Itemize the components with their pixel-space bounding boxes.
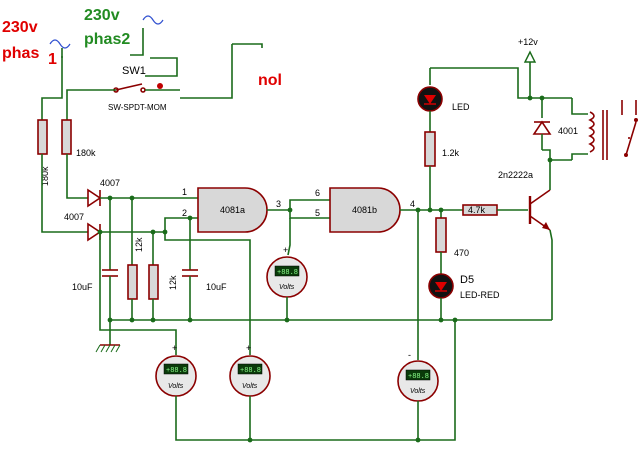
resistor-1k2	[424, 131, 436, 167]
phase1-voltage-label: 230v	[2, 19, 38, 36]
voltmeter-center: +88.8 Volts +	[229, 343, 271, 397]
meter-return-wire	[175, 396, 418, 441]
svg-text:+: +	[283, 245, 288, 255]
gate-b-label: 4081b	[352, 205, 377, 215]
diode-icon	[532, 120, 552, 135]
pin3-label: 3	[276, 199, 281, 209]
resistor-12k-a	[127, 264, 138, 300]
svg-text:+: +	[246, 343, 251, 353]
svg-text:+88.8: +88.8	[240, 367, 261, 375]
resistor-led-label: 1.2k	[442, 148, 460, 158]
d5-type-label: LED-RED	[460, 290, 500, 300]
svg-text:+88.8: +88.8	[277, 269, 298, 277]
led-icon	[428, 273, 454, 299]
pin1-label: 1	[182, 187, 187, 197]
svg-text:Volts: Volts	[279, 284, 295, 291]
wire-to-diode-bottom	[41, 154, 88, 233]
svg-text:Volts: Volts	[168, 383, 184, 390]
svg-text:Volts: Volts	[242, 383, 258, 390]
diode-bottom-label: 4007	[64, 212, 84, 222]
resistor-180k-left	[37, 119, 48, 155]
diode-relay-label: 4001	[558, 126, 578, 136]
npn-transistor-icon	[528, 189, 551, 231]
vcc-rail	[430, 67, 572, 99]
resistor-mid1-label: 12k	[134, 237, 144, 252]
pin2-label: 2	[182, 208, 187, 218]
vcc-arrow-icon	[523, 50, 537, 63]
voltmeter-right: +88.8 Volts -	[397, 350, 439, 402]
resistor-base-label: 4.7k	[468, 205, 486, 215]
wire-gate-a-in2	[100, 217, 198, 233]
resistor-180k-top	[61, 119, 72, 155]
wire-gate-b-in2	[289, 210, 330, 219]
cap-right-label: 10uF	[206, 282, 227, 292]
diode-icon	[87, 222, 102, 242]
neutral-wire	[180, 44, 233, 99]
phase1-sub-label: 1	[48, 51, 57, 68]
switch-ref-label: SW1	[122, 65, 146, 77]
ground-icon	[95, 344, 121, 353]
diode-icon	[87, 188, 102, 208]
phase2-name-label: phas2	[84, 31, 130, 48]
svg-text:-: -	[408, 350, 411, 360]
resistor-top-label: 180k	[76, 148, 96, 158]
ac-wave-icon	[49, 39, 71, 49]
pin6-label: 6	[315, 188, 320, 198]
phase2-wire	[130, 28, 144, 56]
resistor-470	[435, 217, 447, 253]
wire-gate-a-out	[267, 199, 330, 211]
led-top-label: LED	[452, 102, 470, 112]
pin5-label: 5	[315, 208, 320, 218]
switch-top-wire	[145, 57, 178, 77]
diode-top-label: 4007	[100, 178, 120, 188]
switch-type-label: SW-SPDT-MOM	[108, 103, 167, 112]
cap-left-label: 10uF	[72, 282, 93, 292]
gate-a-label: 4081a	[220, 205, 245, 215]
phase2-voltage-label: 230v	[84, 7, 120, 24]
svg-text:+88.8: +88.8	[408, 373, 429, 381]
led-icon	[417, 86, 443, 112]
ac-wave-icon	[142, 15, 164, 25]
r2-wire-top	[66, 89, 80, 120]
voltmeter-gate-output: +88.8 Volts +	[266, 245, 308, 298]
transistor-label: 2n2222a	[498, 170, 533, 180]
neutral-wire-top	[232, 43, 263, 48]
r1-wire-top	[41, 56, 63, 120]
d5-ref-label: D5	[460, 274, 474, 286]
and-gate-4081a	[197, 187, 268, 233]
phase1-name-label: phas	[2, 45, 39, 62]
resistor-12k-b	[148, 264, 159, 300]
switch-button-icon	[157, 83, 163, 89]
neutral-label: nol	[258, 72, 282, 89]
switch-contact-icon	[621, 100, 638, 157]
svg-text:+: +	[172, 343, 177, 353]
vcc-label: +12v	[518, 37, 538, 47]
wire-to-diode-top	[66, 154, 88, 199]
and-gate-4081b	[329, 187, 401, 233]
resistor-mid2-label: 12k	[168, 275, 178, 290]
pin4-label: 4	[410, 199, 415, 209]
switch-contact-icon	[115, 83, 143, 91]
resistor-470-label: 470	[454, 248, 469, 258]
relay-coil-icon	[588, 110, 608, 160]
svg-text:Volts: Volts	[410, 388, 426, 395]
svg-text:+88.8: +88.8	[166, 367, 187, 375]
resistor-left-label: 180k	[40, 166, 50, 186]
voltmeter-left: +88.8 Volts +	[155, 343, 197, 397]
